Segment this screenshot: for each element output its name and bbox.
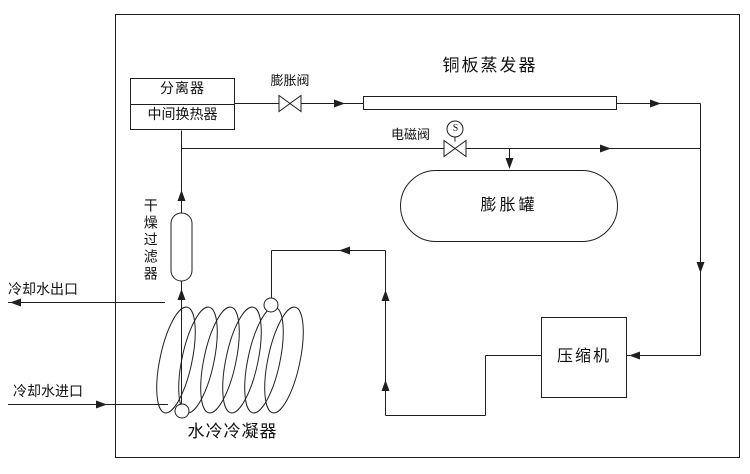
pipe-evaporator-outlet: [616, 99, 705, 356]
coil-loop: [200, 306, 240, 414]
dry-filter-label: 干燥过滤器: [141, 198, 157, 283]
solenoid-valve-label: 电磁阀: [391, 127, 431, 142]
flow-arrow-down: [505, 158, 514, 169]
pipe-discharge-line: [271, 246, 541, 416]
expansion-tank-label: 膨胀罐: [480, 197, 538, 214]
pipe-solenoid-line: [181, 144, 701, 169]
valve-right-triangle: [454, 139, 467, 158]
flow-arrow-up: [177, 289, 186, 300]
coil-loop: [264, 306, 304, 414]
flow-arrow-left: [10, 298, 21, 307]
coil-top-connection: [263, 297, 279, 313]
separator-label: 分离器: [160, 82, 205, 97]
intermediate-hx-label: 中间换热器: [147, 108, 218, 123]
pipe-box-to-evaporator: [234, 99, 363, 108]
expansion-valve-symbol: [278, 94, 302, 113]
solenoid-valve-symbol: [443, 120, 467, 158]
valve-left-triangle: [278, 94, 291, 113]
compressor-label: 压缩机: [556, 348, 611, 365]
coil-loop: [244, 306, 284, 414]
cooling-water-outlet-label: 冷却水出口: [8, 283, 78, 298]
coil-loop: [222, 306, 262, 414]
valve-left-triangle: [443, 139, 456, 158]
cooling-water-inlet-line: [8, 400, 168, 409]
evaporator-label: 铜板蒸发器: [442, 56, 538, 75]
cooling-water-inlet-label: 冷却水进口: [13, 385, 83, 400]
flow-arrow-right: [600, 144, 611, 153]
flow-arrow-right: [96, 400, 107, 409]
solenoid-coil-circle: [446, 120, 464, 138]
flow-arrow-up: [381, 290, 390, 301]
cooling-water-outlet-line: [8, 298, 165, 307]
valve-right-triangle: [289, 94, 302, 113]
coil-bottom-connection: [174, 403, 190, 419]
pipe-suction-to-compressor: [627, 351, 701, 360]
expansion-valve-label: 膨胀阀: [270, 73, 310, 88]
flow-arrow-right: [650, 99, 661, 108]
evaporator-body: [363, 96, 617, 110]
condenser-label: 水冷冷凝器: [187, 422, 278, 441]
flow-arrow-up: [381, 380, 390, 391]
expansion-tank-body: [400, 170, 618, 242]
flow-arrow-right: [334, 99, 345, 108]
flow-arrow-left: [629, 351, 640, 360]
coil-loop: [156, 306, 196, 414]
dry-filter-body: [170, 212, 193, 282]
pipe-condenser-to-filter: [177, 130, 186, 404]
flow-arrow-up: [177, 190, 186, 201]
condenser-coil: [156, 297, 304, 419]
flow-arrow-left: [339, 246, 350, 255]
system-boundary-border: [115, 14, 740, 458]
compressor-body: [541, 317, 627, 398]
separator-ihx-box: [130, 78, 235, 130]
flow-arrow-down: [696, 262, 705, 273]
solenoid-s-symbol: S: [452, 123, 459, 134]
